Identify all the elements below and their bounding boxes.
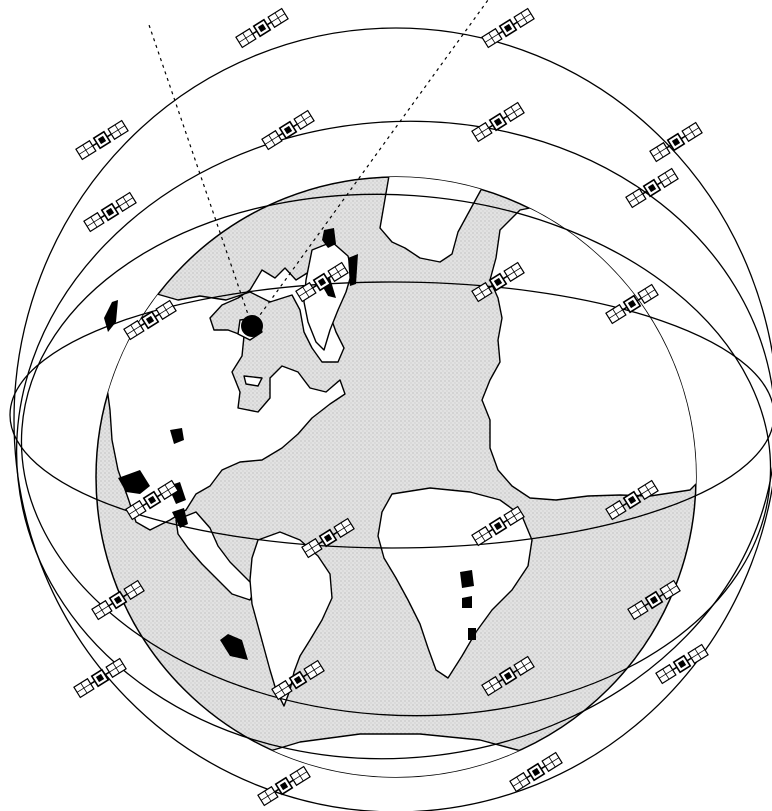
satellite-icon [262, 111, 314, 150]
satellite-icon [656, 645, 708, 684]
satellite-icon [84, 193, 136, 232]
satellite-icon [510, 753, 562, 792]
landmass-eurasia [482, 205, 725, 500]
satellite-icon [74, 659, 126, 698]
satellite-icon [626, 169, 678, 208]
ground-station-icon [241, 315, 263, 337]
satellite-icon [482, 9, 534, 48]
satellite-icon [76, 121, 128, 160]
satellite-icon [472, 103, 524, 142]
satellite-icon [236, 9, 288, 48]
satellite-icon [650, 123, 702, 162]
